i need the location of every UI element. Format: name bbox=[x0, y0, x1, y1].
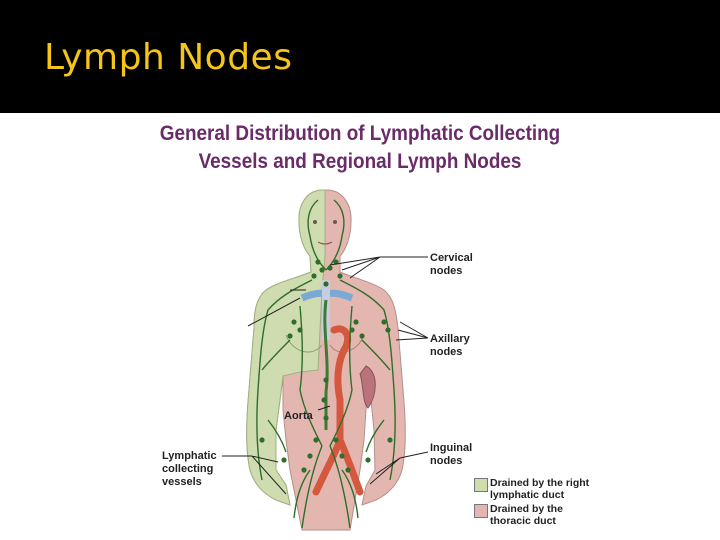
lymphatic-leader bbox=[222, 455, 287, 495]
cervical-nodes-label: Cervical nodes bbox=[430, 252, 473, 277]
lymph-node bbox=[319, 267, 325, 273]
upper-left-leader bbox=[247, 289, 306, 327]
thoracic-duct bbox=[323, 299, 329, 430]
lymph-vessel bbox=[256, 279, 313, 481]
lymph-node bbox=[287, 333, 293, 339]
leader-lines bbox=[222, 256, 429, 495]
lymph-vessel bbox=[293, 469, 311, 519]
lymph-node bbox=[353, 319, 359, 325]
body-right-duct-region bbox=[246, 189, 326, 506]
lymph-node bbox=[349, 327, 355, 333]
lymph-node bbox=[301, 467, 307, 473]
lymph-vessel bbox=[299, 389, 323, 447]
right-pectoral bbox=[329, 334, 365, 353]
lymph-node bbox=[365, 457, 371, 463]
lymph-node bbox=[385, 327, 391, 333]
lymph-vessel bbox=[261, 339, 291, 371]
lymph-vessel bbox=[365, 419, 385, 453]
lymph-node bbox=[333, 259, 339, 265]
legend-thoracic-duct-text: Drained by the thoracic duct bbox=[490, 503, 563, 527]
lymph-vessel bbox=[341, 469, 359, 519]
aorta-label: Aorta bbox=[284, 410, 313, 422]
lymph-vessel bbox=[361, 339, 391, 371]
lymph-node bbox=[281, 457, 287, 463]
lymph-vessel bbox=[339, 279, 396, 481]
lymph-node bbox=[291, 319, 297, 325]
lymph-node bbox=[315, 259, 321, 265]
lymph-node bbox=[307, 453, 313, 459]
lymph-node bbox=[323, 281, 329, 287]
lymph-node bbox=[359, 333, 365, 339]
lymph-node bbox=[313, 437, 319, 443]
lymph-node bbox=[297, 327, 303, 333]
lymph-vessel bbox=[301, 445, 323, 529]
inguinal-leader bbox=[369, 451, 429, 485]
axillary-nodes-label: Axillary nodes bbox=[430, 333, 470, 358]
right-eye bbox=[333, 220, 337, 224]
lymph-node bbox=[381, 319, 387, 325]
figure-title-line-1: General Distribution of Lymphatic Collec… bbox=[159, 122, 561, 145]
slide-header bbox=[0, 0, 720, 113]
central-vessels bbox=[300, 280, 376, 496]
lymph-node bbox=[345, 467, 351, 473]
lymph-node-clusters bbox=[259, 259, 393, 473]
mouth bbox=[317, 241, 333, 245]
left-eye bbox=[313, 220, 317, 224]
legend-swatch-right-duct bbox=[474, 478, 488, 492]
figure-title: General Distribution of Lymphatic Collec… bbox=[153, 120, 567, 176]
lymph-node bbox=[337, 273, 343, 279]
cervical-leader bbox=[329, 256, 428, 279]
lymph-vessel bbox=[348, 305, 353, 391]
lymph-node bbox=[339, 453, 345, 459]
axillary-leader bbox=[395, 321, 429, 341]
lymph-vessel bbox=[309, 235, 327, 271]
lymph-vessel bbox=[299, 305, 304, 391]
legend-right-duct-text: Drained by the right lymphatic duct bbox=[490, 477, 590, 501]
lymph-node bbox=[259, 437, 265, 443]
legend-swatch-thoracic-duct bbox=[474, 504, 488, 518]
aorta-leader bbox=[317, 405, 331, 411]
lymph-node bbox=[333, 437, 339, 443]
lymph-node bbox=[321, 397, 327, 403]
figure-title-line-2: Vessels and Regional Lymph Nodes bbox=[198, 150, 522, 173]
stomach bbox=[359, 365, 376, 409]
lymph-vessel bbox=[329, 389, 353, 447]
lymph-vessel bbox=[333, 199, 345, 237]
slide-title: Lymph Nodes bbox=[44, 37, 293, 78]
aorta-vessel bbox=[312, 325, 364, 496]
lymphatic-vessel-network bbox=[256, 199, 396, 529]
lymph-node bbox=[323, 415, 329, 421]
lymphatic-collecting-vessels-label: Lymphatic collecting vessels bbox=[162, 450, 217, 488]
lymph-node bbox=[311, 273, 317, 279]
lymph-vessel bbox=[307, 199, 319, 237]
lymph-vessel bbox=[267, 419, 287, 453]
inguinal-nodes-label: Inguinal nodes bbox=[430, 442, 473, 467]
lymph-node bbox=[323, 377, 329, 383]
lymph-vessel bbox=[329, 445, 351, 529]
lymph-node bbox=[387, 437, 393, 443]
lymph-node bbox=[327, 265, 333, 271]
